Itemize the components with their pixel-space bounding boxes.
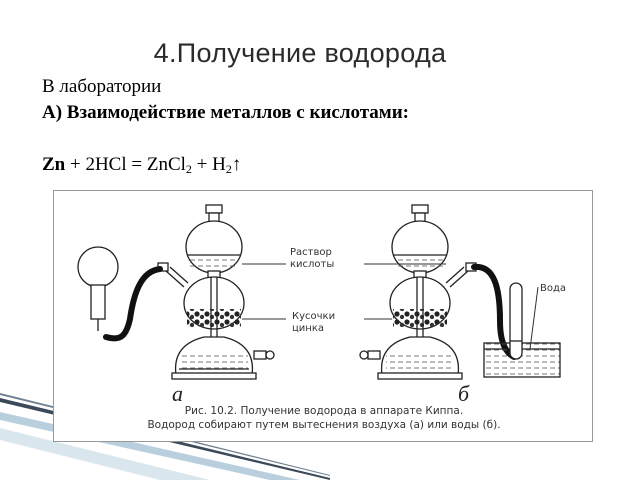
label-leaders	[242, 263, 539, 350]
panel-letter-b: б	[458, 381, 470, 406]
panel-letter-a: а	[172, 381, 183, 406]
equation-subscript-1: 2	[185, 162, 192, 176]
label-zinc-pieces: Кусочки цинка	[292, 311, 335, 335]
slide-title: 4.Получение водорода	[153, 38, 447, 68]
label-zinc-line-2: цинка	[292, 323, 325, 334]
apparatus-b	[359, 204, 477, 380]
label-zinc-line-1: Кусочки	[292, 311, 336, 322]
figure-caption-line-1: Рис. 10.2. Получение водорода в аппарате…	[184, 405, 464, 417]
apparatus-a	[157, 204, 275, 380]
figure-caption-line-2: Водород собирают путем вытеснения воздух…	[147, 419, 501, 431]
equation-part-1: + 2HCl = ZnCl	[65, 154, 186, 175]
label-acid-solution: Раствор кислоты	[290, 247, 334, 271]
section-heading: А) Взаимодействие металлов с кислотами:	[42, 102, 410, 123]
hose-a	[103, 266, 163, 342]
gas-arrow: ↑	[231, 154, 242, 175]
reaction-equation: Zn + 2HCl = ZnCl2 + H2↑	[42, 154, 241, 177]
label-water: Вода	[540, 283, 567, 294]
equation-metal: Zn	[42, 154, 66, 175]
label-acid-line-2: кислоты	[290, 259, 335, 270]
label-acid-line-1: Раствор	[290, 247, 332, 258]
water-trough	[483, 282, 561, 378]
kipp-apparatus-figure: Раствор кислоты Кусочки цинка Вода а б Р…	[53, 190, 593, 442]
collector-bulb	[77, 246, 119, 331]
kipp-apparatus-drawing	[77, 204, 561, 380]
subtitle: В лаборатории	[42, 76, 162, 97]
equation-subscript-2: 2	[225, 162, 232, 176]
equation-part-2: + H	[191, 154, 226, 175]
